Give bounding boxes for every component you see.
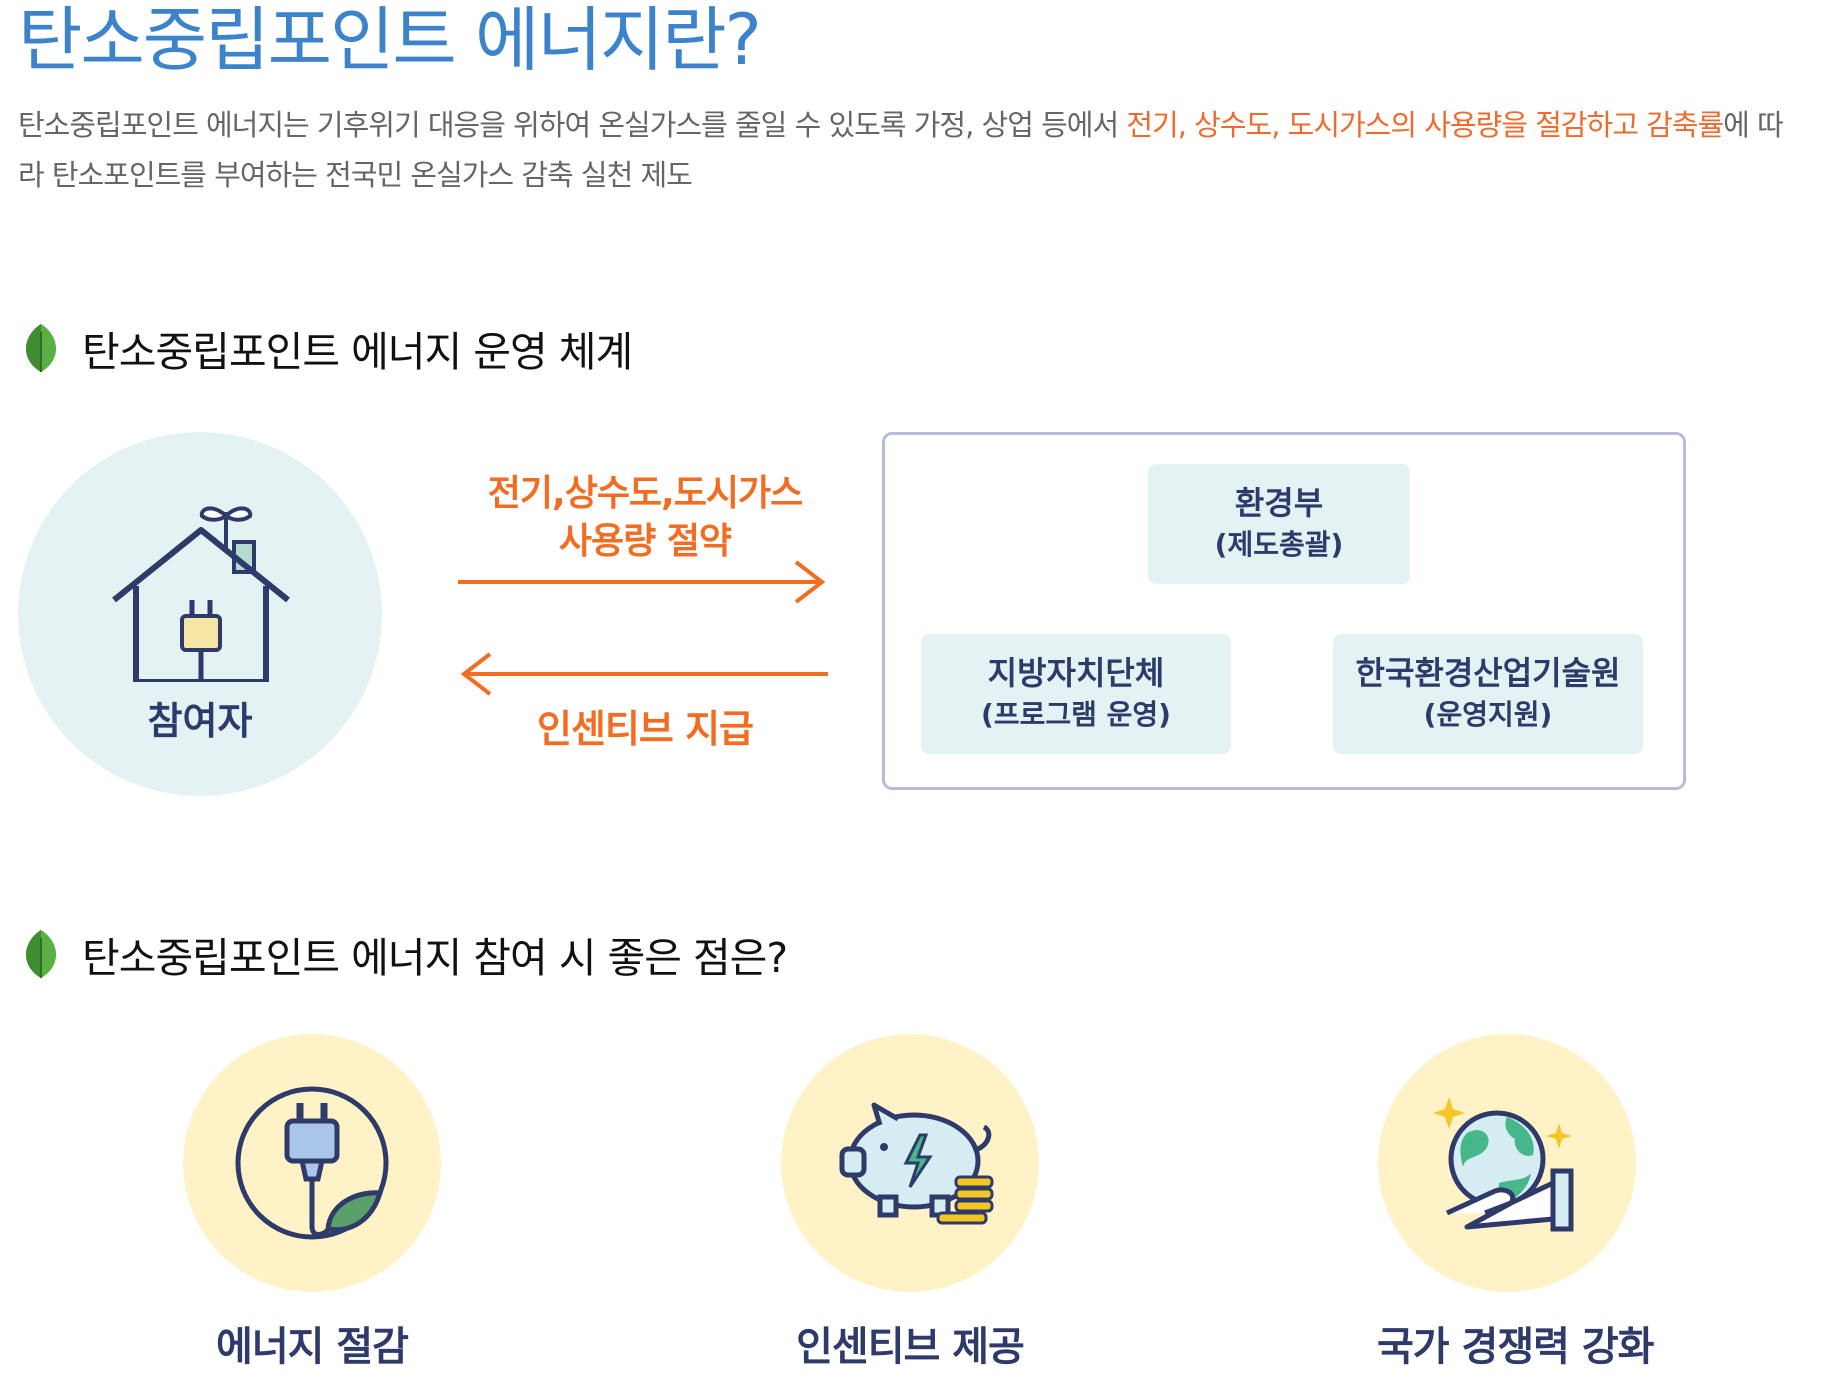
- benefit-label: 에너지 절감: [216, 1324, 409, 1370]
- plug-leaf-icon: [235, 1086, 389, 1240]
- benefits-heading-text: 탄소중립포인트 에너지 참여 시 좋은 점은?: [82, 934, 788, 982]
- house-plug-icon: [112, 506, 290, 682]
- org-role: (운영지원): [1423, 698, 1553, 731]
- benefit-circle: [781, 1034, 1039, 1292]
- incentive-flow-label: 인센티브 지급: [537, 707, 754, 751]
- org-local-government: 지방자치단체 (프로그램 운영): [921, 634, 1231, 754]
- participant-circle: 참여자: [18, 432, 382, 796]
- leaf-icon: [25, 324, 57, 372]
- system-heading-text: 탄소중립포인트 에너지 운영 체계: [82, 328, 633, 376]
- org-name: 지방자치단체: [987, 654, 1165, 692]
- org-role: (제도총괄): [1214, 528, 1344, 561]
- saving-label-line2: 사용량 절약: [558, 521, 732, 562]
- arrow-right-icon: [458, 560, 826, 604]
- system-section-heading: 탄소중립포인트 에너지 운영 체계: [18, 318, 633, 378]
- benefit-energy-saving: 에너지 절감: [182, 1034, 442, 1372]
- org-name: 한국환경산업기술원: [1355, 654, 1621, 692]
- piggy-bank-icon: [839, 1102, 994, 1225]
- saving-flow-label: 전기,상수도,도시가스 사용량 절약: [440, 470, 850, 566]
- org-ministry-of-environment: 환경부 (제도총괄): [1148, 464, 1410, 584]
- page-title: 탄소중립포인트 에너지란?: [18, 0, 762, 81]
- organization-box: [882, 432, 1686, 790]
- benefit-circle: [183, 1034, 441, 1292]
- benefit-circle: [1378, 1034, 1636, 1292]
- description-text: 탄소중립포인트 에너지는 기후위기 대응을 위하여 온실가스를 줄일 수 있도록…: [18, 108, 1127, 142]
- saving-label-line1: 전기,상수도,도시가스: [487, 473, 803, 514]
- org-keiti: 한국환경산업기술원 (운영지원): [1333, 634, 1643, 754]
- leaf-icon: [25, 930, 57, 978]
- description-highlight: 전기, 상수도, 도시가스의 사용량을 절감하고 감축률: [1126, 108, 1724, 142]
- participant-label: 참여자: [147, 699, 253, 743]
- benefit-national-competitiveness: 국가 경쟁력 강화: [1377, 1034, 1654, 1372]
- org-role: (프로그램 운영): [981, 698, 1171, 731]
- globe-hand-icon: [1433, 1097, 1574, 1232]
- benefit-label: 국가 경쟁력 강화: [1377, 1324, 1654, 1370]
- intro-description: 탄소중립포인트 에너지는 기후위기 대응을 위하여 온실가스를 줄일 수 있도록…: [18, 100, 1808, 200]
- benefit-label: 인센티브 제공: [796, 1324, 1025, 1370]
- benefit-incentive: 인센티브 제공: [780, 1034, 1040, 1372]
- benefits-section-heading: 탄소중립포인트 에너지 참여 시 좋은 점은?: [18, 924, 788, 984]
- org-name: 환경부: [1234, 484, 1324, 522]
- description-text-end: 에 따라 탄소포인트를 부여하는 전국민 온실가스 감축 실천 제도: [18, 108, 1784, 192]
- arrow-left-icon: [460, 652, 828, 696]
